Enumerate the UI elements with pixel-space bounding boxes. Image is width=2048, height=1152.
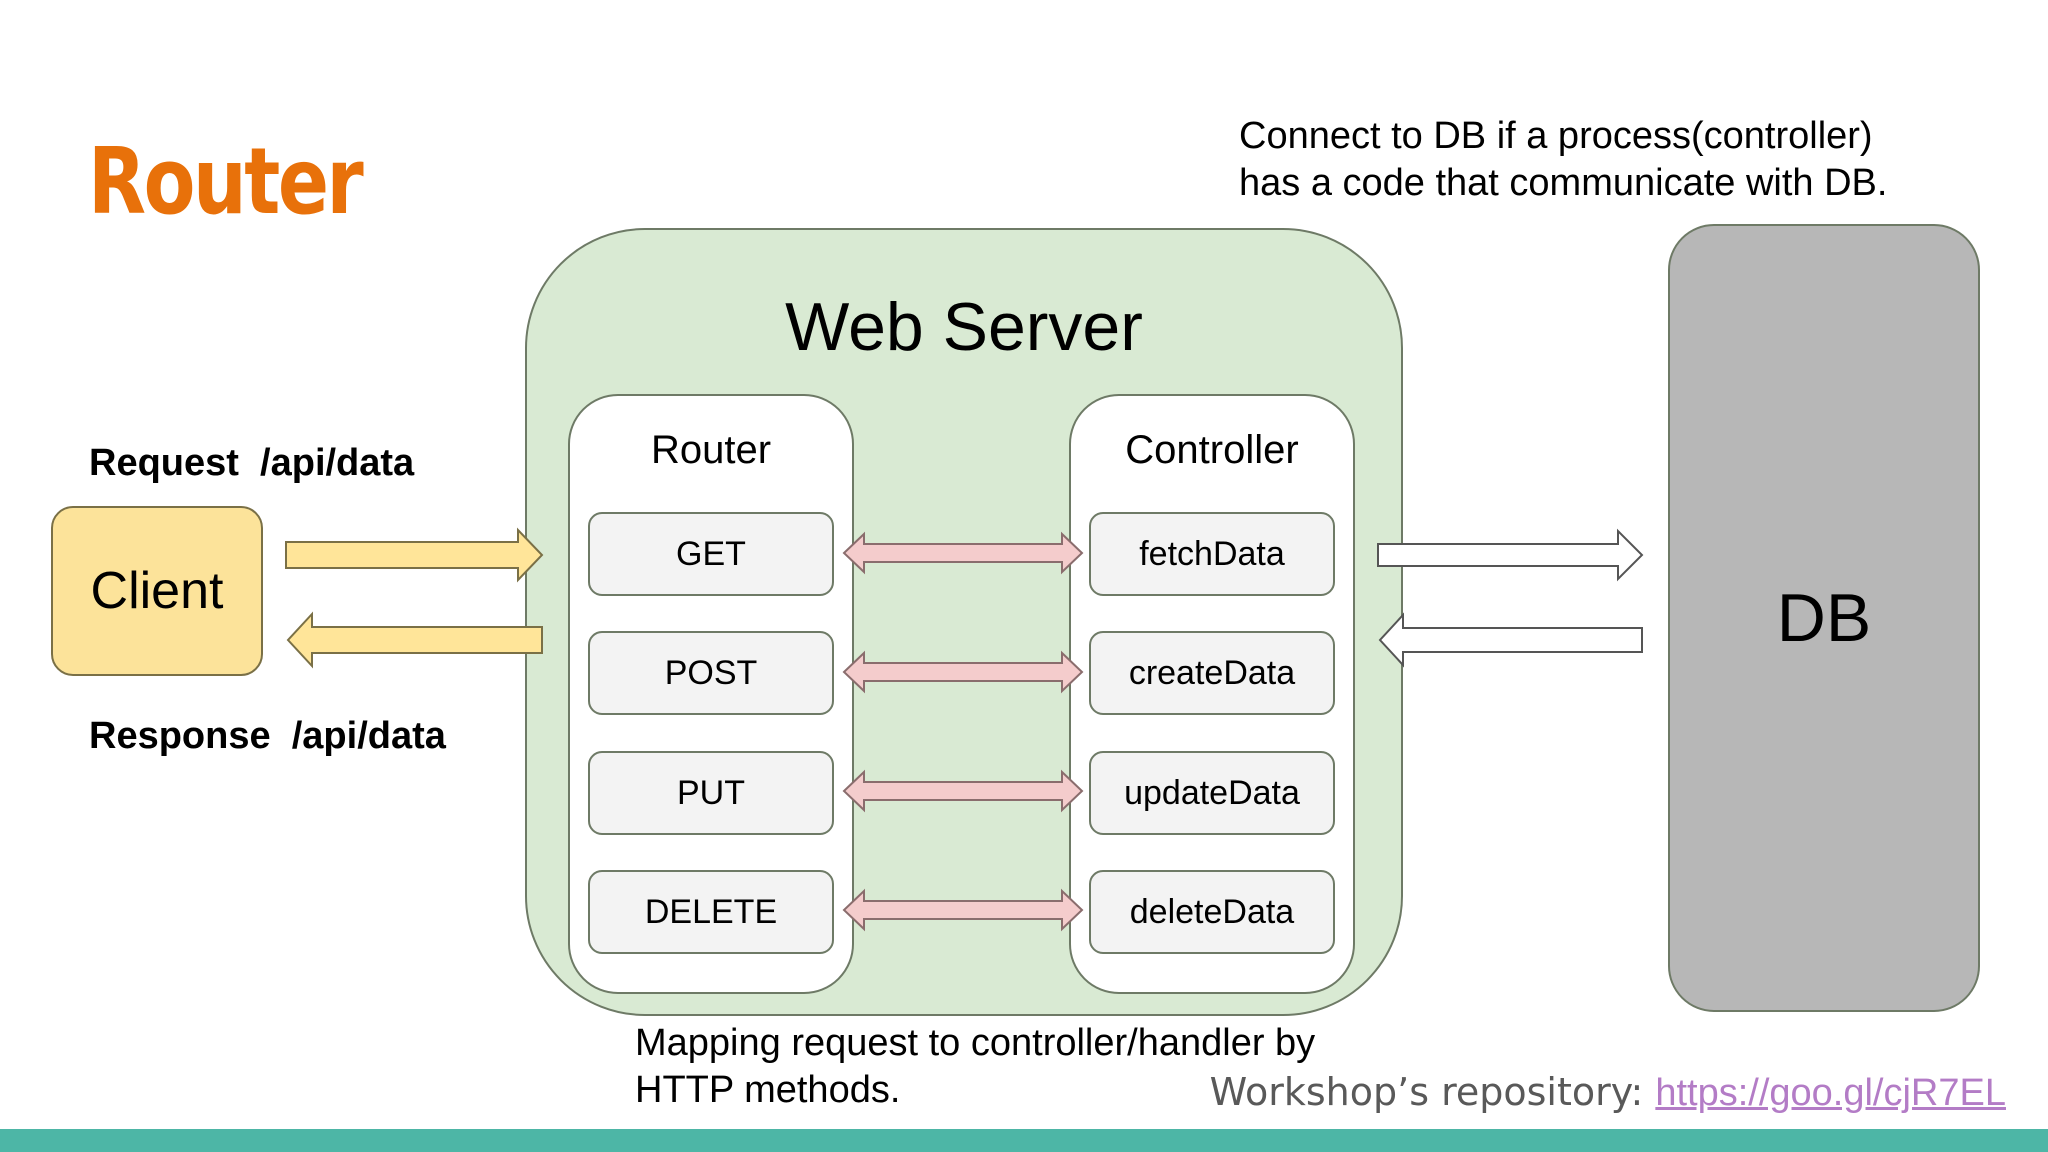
mapping-arrow-delete (842, 888, 1084, 932)
method-put: PUT (588, 751, 834, 835)
handler-label: deleteData (1129, 892, 1295, 931)
method-delete: DELETE (588, 870, 834, 954)
db-label: DB (1776, 580, 1872, 656)
footer-bar (0, 1129, 2048, 1152)
repository-link[interactable]: https://goo.gl/cjR7EL (1655, 1072, 2006, 1114)
client-label: Client (90, 562, 224, 620)
mapping-note-line-1: Mapping request to controller/handler by (635, 1022, 1316, 1064)
method-label: PUT (677, 773, 745, 812)
mapping-note: Mapping request to controller/handler by… (635, 1020, 1315, 1114)
method-label: GET (676, 534, 746, 573)
db-connection-note: Connect to DB if a process(controller) h… (1239, 113, 1887, 207)
mapping-arrow-get (842, 531, 1084, 575)
db-result-arrow (1378, 612, 1643, 668)
request-label: Request /api/data (89, 442, 415, 484)
response-arrow (286, 611, 543, 669)
mapping-arrow-post (842, 650, 1084, 694)
method-post: POST (588, 631, 834, 715)
handler-delete-data: deleteData (1089, 870, 1335, 954)
method-label: DELETE (644, 892, 778, 931)
handler-label: updateData (1124, 773, 1300, 812)
router-panel-title: Router (650, 428, 772, 472)
repository-footer: Workshop’s repository: https://goo.gl/cj… (1210, 1070, 2006, 1115)
handler-label: createData (1128, 653, 1296, 692)
db-query-arrow (1377, 528, 1644, 582)
method-label: POST (664, 653, 758, 692)
controller-panel-title: Controller (1125, 428, 1299, 472)
handler-update-data: updateData (1089, 751, 1335, 835)
db-note-line-1: Connect to DB if a process(controller) (1239, 115, 1873, 157)
db-note-line-2: has a code that communicate with DB. (1239, 162, 1888, 204)
db-box: DB (1668, 224, 1980, 1012)
request-arrow (285, 527, 544, 583)
method-get: GET (588, 512, 834, 596)
handler-label: fetchData (1139, 534, 1285, 573)
mapping-note-line-2: HTTP methods. (635, 1069, 901, 1111)
slide-title: Router (88, 128, 364, 235)
handler-create-data: createData (1089, 631, 1335, 715)
repository-label: Workshop’s repository: (1209, 1070, 1656, 1114)
web-server-title: Web Server (785, 289, 1143, 365)
client-box: Client (51, 506, 263, 676)
response-label: Response /api/data (89, 715, 446, 757)
handler-fetch-data: fetchData (1089, 512, 1335, 596)
mapping-arrow-put (842, 769, 1084, 813)
